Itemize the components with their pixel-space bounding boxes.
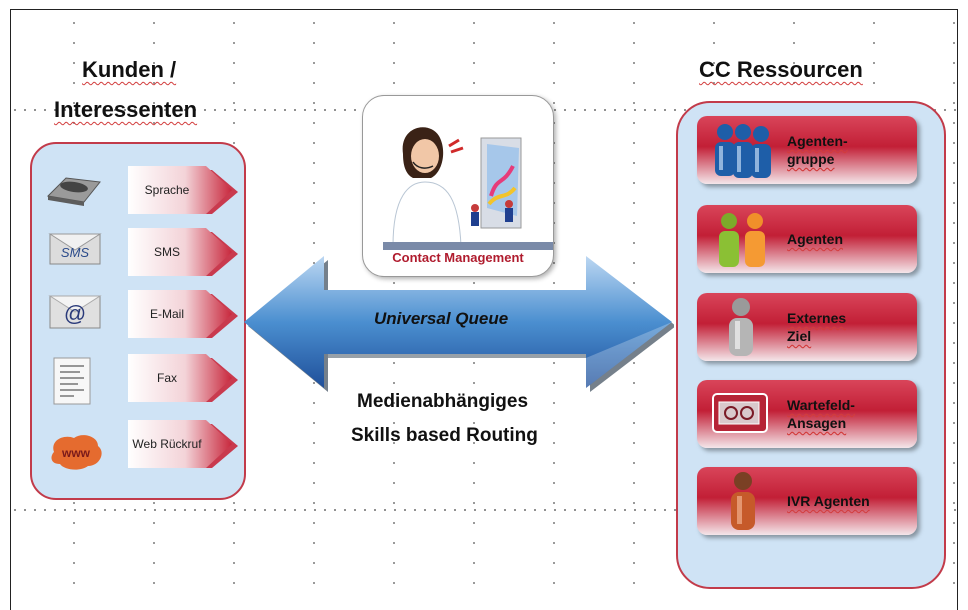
routing-line2: Skills based Routing bbox=[351, 425, 538, 446]
contact-management-box: Contact Management bbox=[362, 95, 554, 277]
agent-group-icon bbox=[715, 124, 771, 178]
channel-sms-label: SMS bbox=[153, 244, 180, 259]
routing-line1: Medienabhängiges bbox=[357, 391, 529, 412]
svg-text:@: @ bbox=[64, 301, 86, 326]
resource-agent-group-label: Agenten-gruppe bbox=[787, 133, 848, 167]
resource-agents-label: Agenten bbox=[787, 231, 843, 247]
channel-sprache-label: Sprache bbox=[144, 182, 190, 197]
sms-icon: SMS bbox=[48, 230, 106, 270]
channel-email: E-Mail bbox=[128, 290, 240, 338]
channel-sms: SMS bbox=[128, 228, 240, 276]
channel-fax: Fax bbox=[128, 354, 240, 402]
external-target-icon bbox=[729, 298, 753, 356]
resource-ivr-agents-label: IVR Agenten bbox=[787, 493, 870, 509]
universal-queue-label: Universal Queue bbox=[374, 309, 509, 328]
svg-text:SMS: SMS bbox=[61, 245, 90, 260]
phone-icon bbox=[44, 170, 102, 210]
email-icon: @ bbox=[48, 292, 106, 332]
resource-agents: Agenten bbox=[697, 205, 917, 273]
waiting-announcement-icon bbox=[712, 393, 768, 433]
resource-agent-group: Agenten-gruppe bbox=[697, 116, 917, 184]
universal-queue-arrow bbox=[244, 256, 674, 392]
channel-web-callback-label: Web Rückruf bbox=[132, 436, 202, 451]
call-center-agent-illustration bbox=[383, 127, 553, 250]
ivr-agent-icon bbox=[731, 472, 755, 530]
channel-email-label: E-Mail bbox=[149, 306, 184, 321]
agents-icon bbox=[719, 213, 765, 267]
customers-title-line2: Interessenten bbox=[54, 97, 198, 122]
grid-guide-line-bottom bbox=[10, 509, 956, 511]
resource-waiting-announcements-label: Wartefeld-Ansagen bbox=[787, 397, 855, 431]
contact-management-label: Contact Management bbox=[392, 250, 524, 265]
customers-title-line1: Kunden / bbox=[82, 57, 177, 82]
svg-text:www: www bbox=[61, 446, 91, 460]
web-icon: www bbox=[48, 432, 106, 472]
channel-sprache: Sprache bbox=[128, 166, 240, 214]
fax-icon bbox=[52, 356, 96, 408]
channel-web-callback: Web Rückruf bbox=[128, 420, 240, 468]
resource-waiting-announcements: Wartefeld-Ansagen bbox=[697, 380, 917, 448]
resource-ivr-agents: IVR Agenten bbox=[697, 467, 917, 535]
channel-fax-label: Fax bbox=[156, 370, 177, 385]
cc-resources-title: CC Ressourcen bbox=[699, 57, 863, 82]
